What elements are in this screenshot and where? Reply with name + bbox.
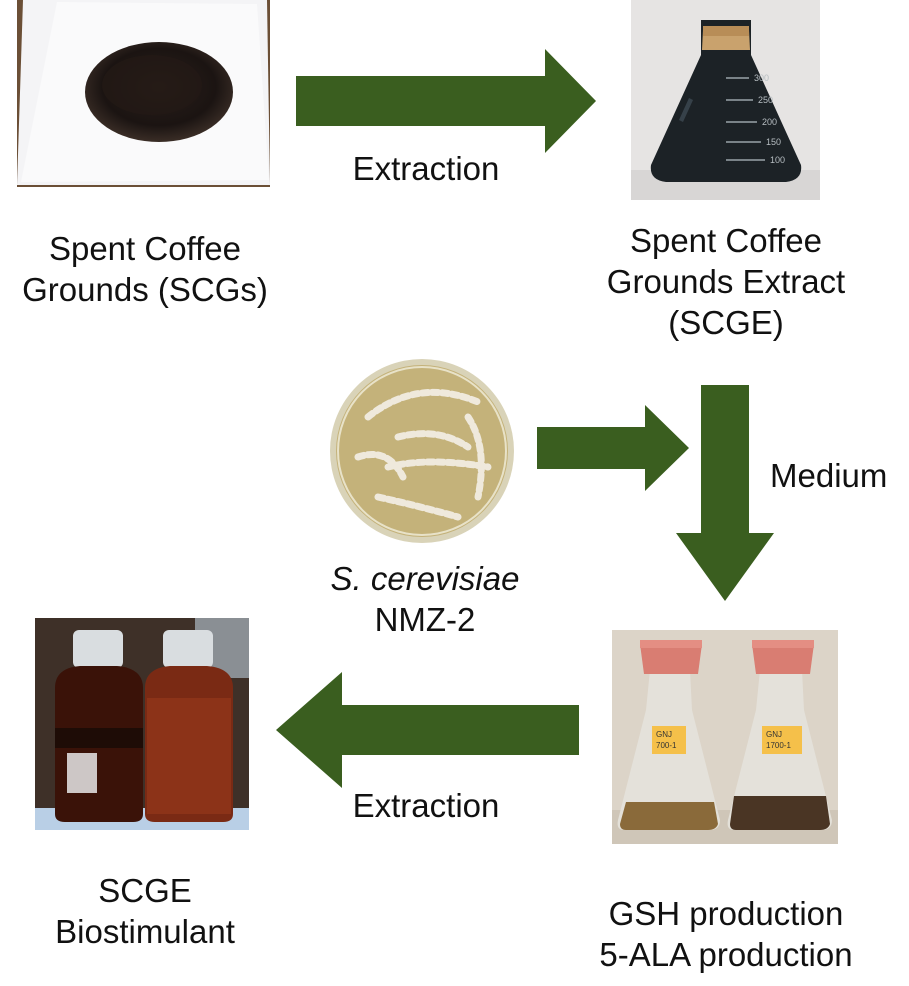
spent-coffee-grounds-image: [17, 0, 270, 187]
biostimulant-bottles-image: [35, 618, 249, 830]
arrow-yeast-to-medium: [537, 405, 689, 491]
flask-mark-200: 200: [762, 117, 777, 127]
spent-coffee-grounds-photo: [17, 0, 270, 187]
yeast-petri-dish-photo: [328, 357, 516, 545]
node-label-yeast: S. cerevisiae NMZ-2: [300, 558, 550, 640]
edge-label-extraction-top: Extraction: [320, 148, 532, 189]
node-label-scge-line2: Grounds Extract: [606, 263, 846, 300]
production-flasks-image: GNJ 700-1 GNJ 1700-1: [612, 630, 838, 844]
node-label-scge: Spent Coffee Grounds Extract (SCGE): [570, 220, 882, 343]
petri-dish-image: [330, 359, 514, 543]
scge-flask-image: 300 250 200 150 100: [631, 0, 820, 200]
node-label-biostimulant-line2: Biostimulant: [55, 913, 235, 950]
node-label-biostimulant-line1: SCGE: [98, 872, 192, 909]
arrow-scge-to-production: [676, 385, 774, 601]
flask-mark-300: 300: [754, 73, 769, 83]
edge-label-medium: Medium: [770, 455, 909, 496]
node-label-scgs-line1: Spent Coffee: [48, 230, 242, 267]
node-label-production: GSH production 5-ALA production: [570, 893, 882, 975]
flask-mark-100: 100: [770, 155, 785, 165]
flask-tag-right-line2: 1700-1: [766, 741, 791, 750]
flask-mark-250: 250: [758, 95, 773, 105]
node-label-production-line2: 5-ALA production: [599, 936, 853, 973]
production-flasks-photo: GNJ 700-1 GNJ 1700-1: [612, 630, 838, 844]
biostimulant-bottles-photo: [35, 618, 249, 830]
flask-tag-left-line2: 700-1: [656, 741, 677, 750]
edge-label-extraction-bottom: Extraction: [320, 785, 532, 826]
edge-label-extraction-top-text: Extraction: [352, 150, 500, 187]
flask-mark-150: 150: [766, 137, 781, 147]
node-label-yeast-line2: NMZ-2: [374, 601, 476, 638]
edge-label-medium-text: Medium: [770, 457, 888, 494]
edge-label-extraction-bottom-text: Extraction: [352, 787, 500, 824]
node-label-biostimulant: SCGE Biostimulant: [20, 870, 270, 952]
arrow-production-to-biostimulant: [276, 672, 579, 788]
flask-tag-right-line1: GNJ: [766, 730, 782, 739]
node-label-production-line1: GSH production: [608, 895, 844, 932]
node-label-scge-line1: Spent Coffee: [629, 222, 823, 259]
node-label-yeast-line1: S. cerevisiae: [330, 560, 520, 597]
node-label-scgs: Spent Coffee Grounds (SCGs): [0, 228, 290, 310]
node-label-scge-line3: (SCGE): [668, 304, 784, 341]
arrow-scgs-to-scge: [296, 49, 596, 153]
flask-tag-left-line1: GNJ: [656, 730, 672, 739]
node-label-scgs-line2: Grounds (SCGs): [22, 271, 268, 308]
scge-flask-photo: 300 250 200 150 100: [631, 0, 820, 200]
